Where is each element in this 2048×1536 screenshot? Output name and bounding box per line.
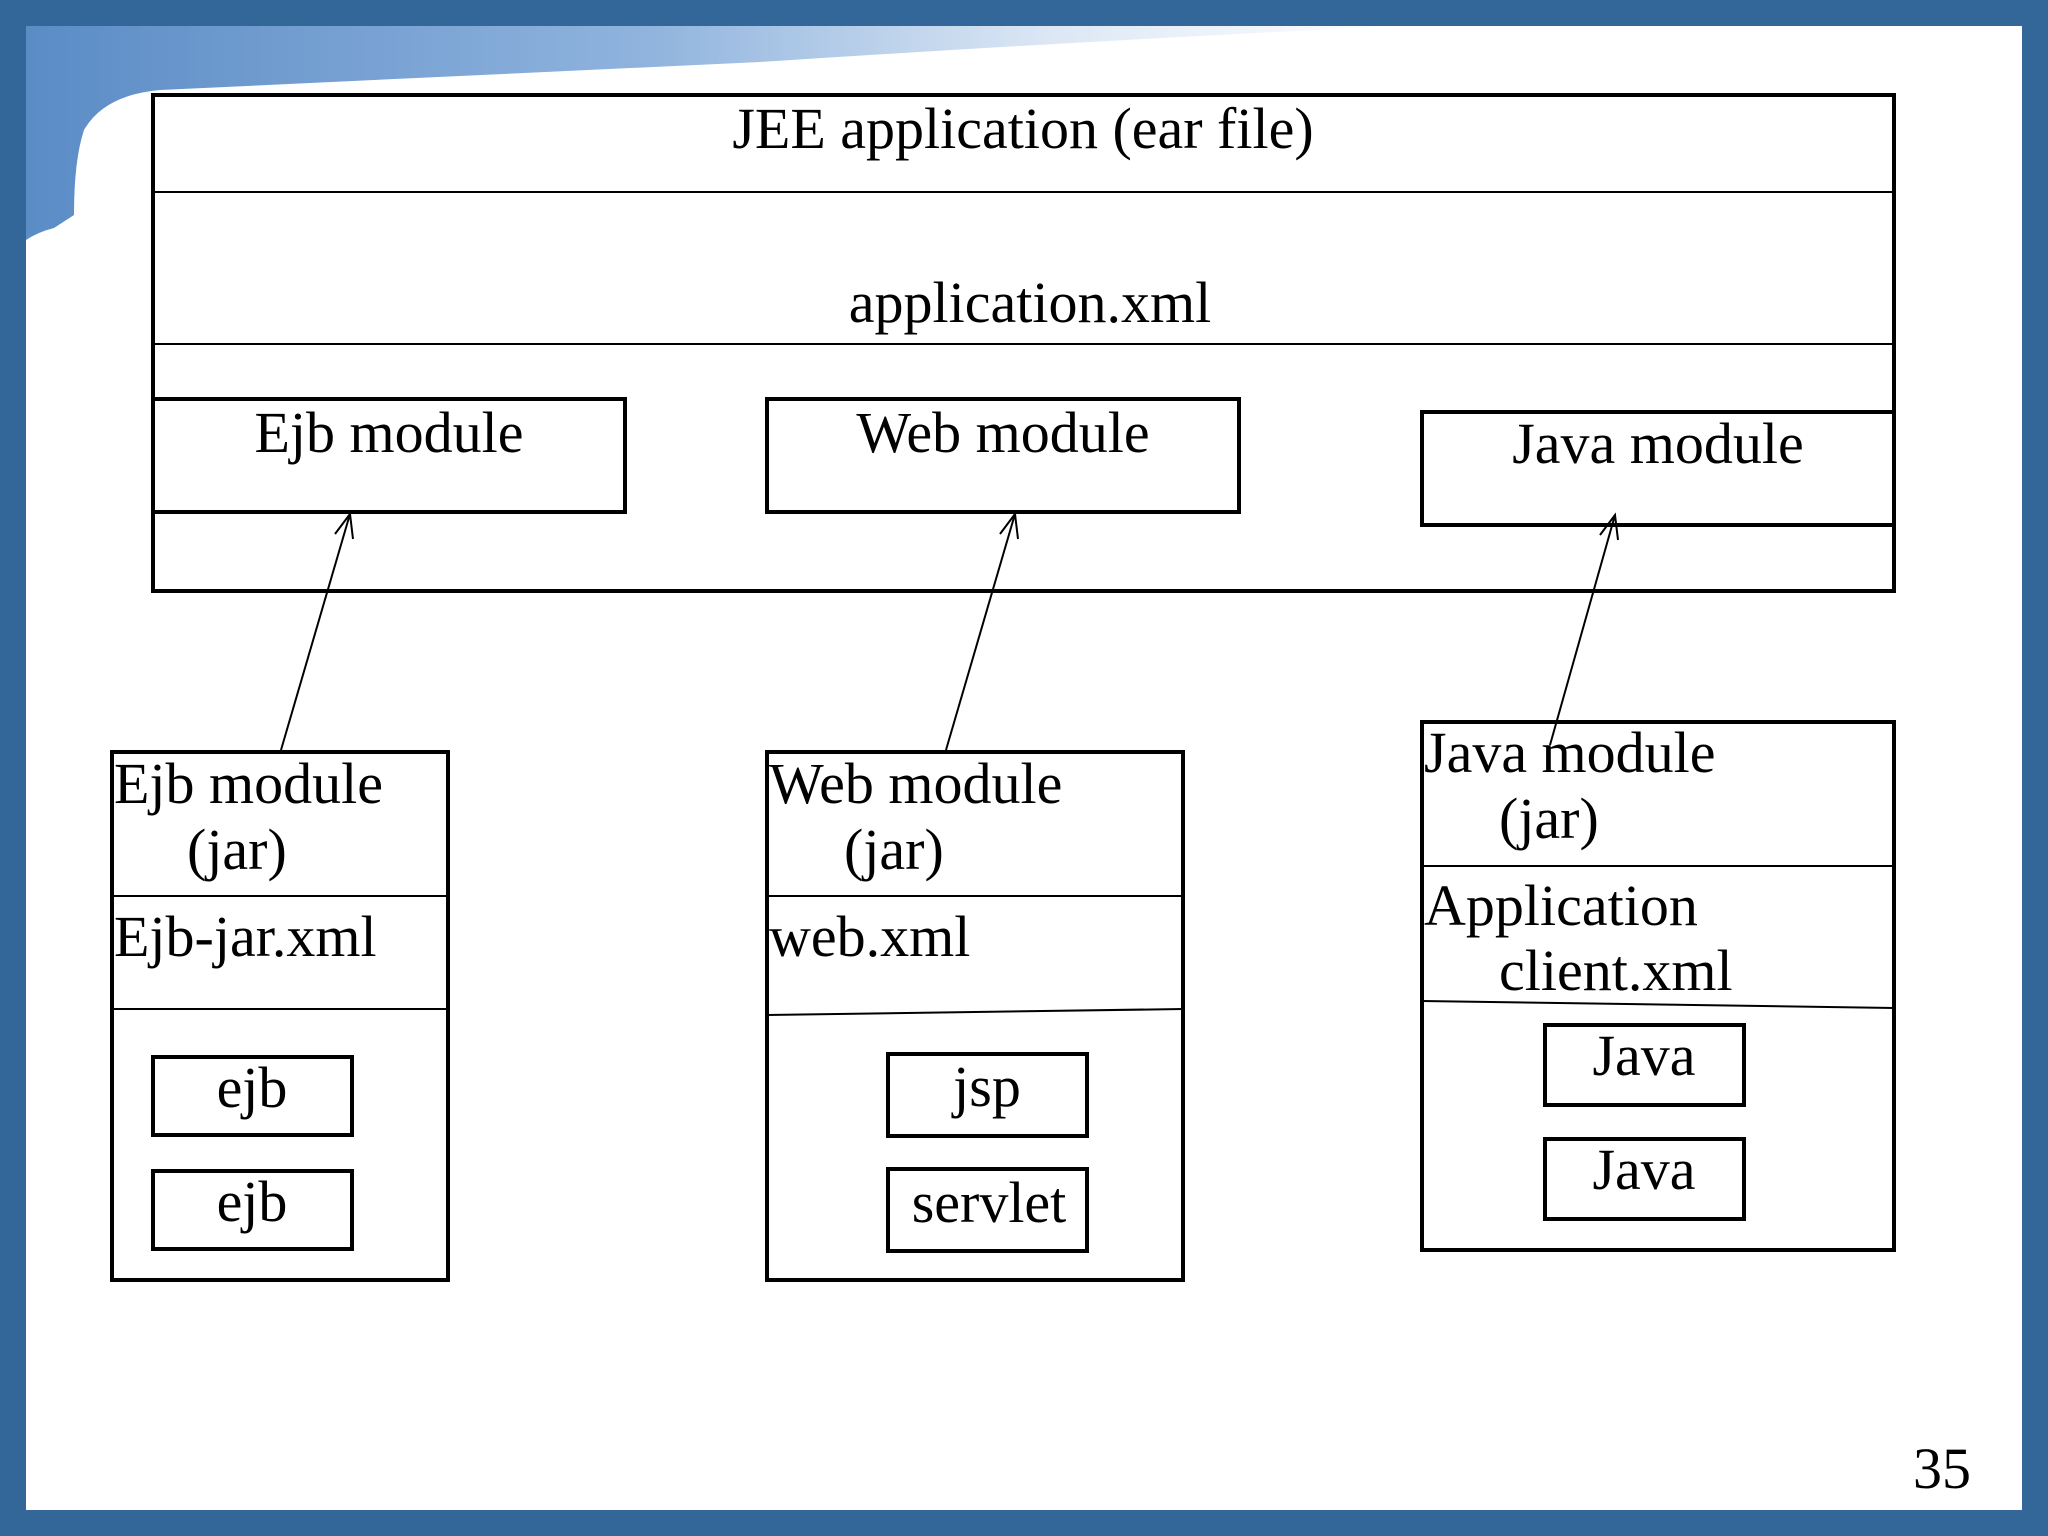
jar-title: Web module — [769, 751, 1062, 816]
ear-container: JEE application (ear file) application.x… — [151, 93, 1896, 593]
arrow-java — [1549, 514, 1616, 746]
jar-title-sub: (jar) — [844, 817, 944, 882]
jar-descriptor-line2: client.xml — [1499, 938, 1733, 1003]
arrow-web — [945, 513, 1016, 751]
ear-descriptor: application.xml — [849, 270, 1211, 335]
banner-decoration — [26, 26, 1400, 240]
jar-box — [110, 750, 450, 1282]
jar-item-box — [886, 1052, 1089, 1138]
arrowhead-ejb — [334, 511, 354, 540]
jar-title-sub: (jar) — [187, 817, 287, 882]
ear-module-box-ejb — [151, 397, 627, 514]
jar-item-box — [1543, 1137, 1746, 1221]
jar-descriptor: Ejb-jar.xml — [114, 904, 377, 969]
jar-ejb: Ejb module (jar) Ejb-jar.xml ejb ejb — [110, 750, 450, 1282]
ear-module-ejb: Ejb module — [254, 400, 523, 465]
jar-item-box — [151, 1055, 354, 1137]
jar-item: Java — [1592, 1023, 1695, 1088]
ear-module-box-web — [765, 397, 1241, 514]
jar-item: ejb — [217, 1169, 288, 1234]
jar-box — [765, 750, 1185, 1282]
jar-item-box — [1543, 1023, 1746, 1107]
ear-module-web: Web module — [856, 400, 1149, 465]
jar-java: Java module (jar) Application client.xml… — [1420, 720, 1896, 1252]
jar-item-box — [886, 1167, 1089, 1253]
jar-title: Java module — [1424, 720, 1716, 785]
jar-item: ejb — [217, 1055, 288, 1120]
ear-module-box-java — [1420, 410, 1896, 527]
jar-item: servlet — [912, 1170, 1067, 1235]
jar-item-box — [151, 1169, 354, 1251]
jar-item: Java — [1592, 1137, 1695, 1202]
arrowhead-java — [1599, 512, 1619, 541]
arrow-ejb — [280, 513, 351, 751]
page-number: 35 — [1913, 1436, 1971, 1501]
jar-web: Web module (jar) web.xml jsp servlet — [765, 750, 1185, 1282]
jar-box — [1420, 720, 1896, 1252]
ear-module-java: Java module — [1512, 411, 1804, 476]
jar-title: Ejb module — [114, 751, 383, 816]
jar-divider-2 — [1421, 1000, 1895, 1009]
arrows — [280, 511, 1619, 751]
ear-title: JEE application (ear file) — [732, 96, 1313, 161]
jar-divider-2 — [766, 1008, 1184, 1016]
jar-item: jsp — [951, 1054, 1021, 1119]
jar-descriptor: Application — [1424, 873, 1698, 938]
arrowhead-web — [999, 511, 1019, 540]
jar-title-sub: (jar) — [1499, 786, 1599, 851]
jar-descriptor: web.xml — [769, 904, 970, 969]
